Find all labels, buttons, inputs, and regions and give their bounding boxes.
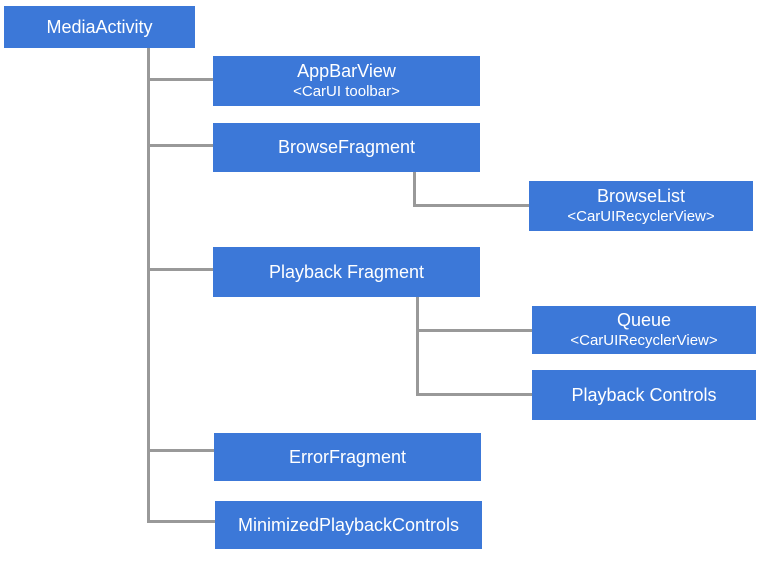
node-minimized-playback-controls: MinimizedPlaybackControls	[215, 501, 482, 549]
connector-branch-browse-fragment	[147, 144, 214, 147]
connector-branch-playback-fragment	[147, 268, 214, 271]
node-app-bar-view: AppBarView <CarUI toolbar>	[213, 56, 480, 106]
node-browse-fragment-label: BrowseFragment	[277, 137, 416, 158]
node-playback-fragment-label: Playback Fragment	[268, 261, 425, 282]
connector-branch-queue	[416, 329, 532, 332]
node-error-fragment-label: ErrorFragment	[288, 446, 407, 467]
connector-branch-playback-controls	[416, 393, 532, 396]
node-queue-sublabel: <CarUIRecyclerView>	[570, 331, 718, 349]
node-playback-fragment: Playback Fragment	[213, 247, 480, 297]
connector-branch-error-fragment	[147, 449, 215, 452]
node-app-bar-view-sublabel: <CarUI toolbar>	[293, 82, 400, 100]
connector-branch-app-bar-view	[147, 78, 214, 81]
node-browse-list-sublabel: <CarUIRecyclerView>	[567, 207, 715, 225]
node-playback-controls: Playback Controls	[532, 370, 756, 420]
connector-branch-minimized-playback-controls	[147, 520, 216, 523]
node-queue-label: Queue	[616, 310, 672, 331]
node-browse-list-label: BrowseList	[596, 186, 686, 207]
connector-trunk-media-activity	[147, 48, 150, 523]
connector-branch-browse-list	[413, 204, 530, 207]
connector-trunk-playback-fragment	[416, 297, 419, 396]
node-media-activity: MediaActivity	[4, 6, 195, 48]
node-browse-fragment: BrowseFragment	[213, 123, 480, 172]
node-app-bar-view-label: AppBarView	[297, 61, 396, 82]
node-playback-controls-label: Playback Controls	[571, 384, 717, 405]
node-error-fragment: ErrorFragment	[214, 433, 481, 481]
node-media-activity-label: MediaActivity	[46, 16, 153, 37]
node-browse-list: BrowseList <CarUIRecyclerView>	[529, 181, 753, 231]
node-minimized-playback-controls-label: MinimizedPlaybackControls	[237, 514, 460, 535]
connector-trunk-browse-fragment	[413, 172, 416, 207]
node-queue: Queue <CarUIRecyclerView>	[532, 306, 756, 354]
